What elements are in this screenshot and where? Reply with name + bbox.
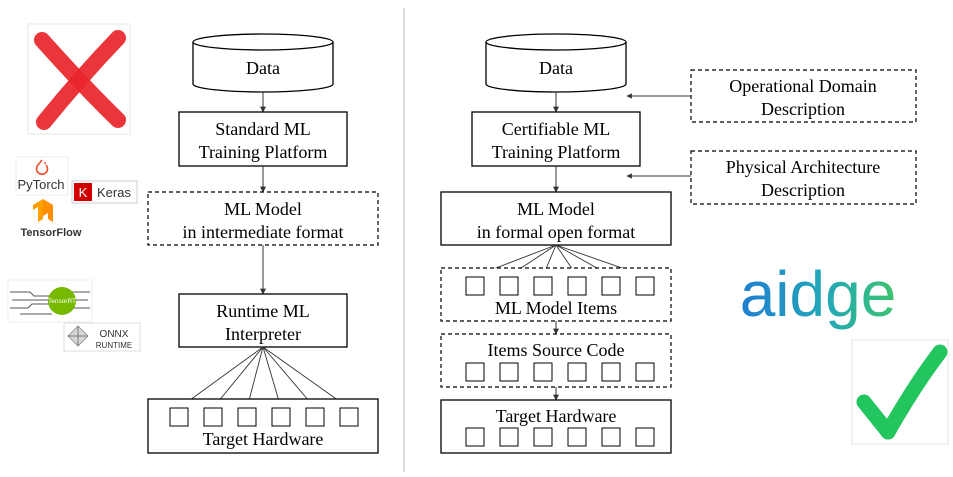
right-hw-unit [601,427,621,447]
left-hw-unit [169,407,189,427]
source-unit [635,362,655,382]
right-training-box: Certifiable ML Training Platform [471,111,641,167]
left-training-line2: Training Platform [199,142,328,162]
right-model-box: ML Model in formal open format [440,191,672,246]
left-data-cylinder: Data [192,33,334,93]
onnx-runtime-label: RUNTIME [96,341,132,350]
source-unit [499,362,519,382]
model-items-label: ML Model Items [495,298,617,318]
keras-logo: K Keras [71,180,138,204]
left-training-box: Standard ML Training Platform [178,111,348,167]
right-training-line1: Certifiable ML [502,119,610,139]
left-hw-unit [237,407,257,427]
tensorflow-label: TensorFlow [21,227,82,239]
right-data-cylinder: Data [485,33,627,93]
source-unit [601,362,621,382]
onnx-runtime-logo: ONNX RUNTIME [63,322,141,352]
red-cross-icon [27,23,131,135]
model-item-unit [635,276,655,296]
aidge-label: aidge [740,258,897,330]
left-hw-unit [305,407,325,427]
left-model-line1: ML Model [224,199,302,219]
pytorch-label: PyTorch [18,177,65,192]
physical-line2: Description [761,180,845,200]
source-unit [533,362,553,382]
right-training-line2: Training Platform [492,142,621,162]
right-hardware-box: Target Hardware [440,399,672,454]
right-hw-unit [635,427,655,447]
left-hw-unit [203,407,223,427]
model-item-unit [499,276,519,296]
tensorrt-logo: TensorRT [7,279,93,323]
operational-line2: Description [761,99,845,119]
model-item-unit [601,276,621,296]
right-data-label: Data [539,58,573,78]
tensorrt-badge-icon [48,287,76,315]
model-item-unit [567,276,587,296]
green-check-icon [851,339,949,445]
left-model-line2: in intermediate format [183,222,344,242]
model-item-unit [465,276,485,296]
right-model-line2: in formal open format [477,222,635,242]
left-hw-unit [339,407,359,427]
left-hardware-label: Target Hardware [203,429,324,449]
right-model-line1: ML Model [517,199,595,219]
left-data-label: Data [246,58,280,78]
source-code-label: Items Source Code [488,340,625,360]
left-hardware-box: Target Hardware [147,398,379,454]
right-hw-unit [465,427,485,447]
right-hw-unit [499,427,519,447]
pytorch-flame-icon [35,159,49,176]
model-items-box: ML Model Items [440,267,672,322]
aidge-logo: aidge [740,258,897,330]
keras-k-icon: K [79,185,88,200]
left-fanout-arrows [178,346,350,409]
keras-label: Keras [97,185,131,200]
left-runtime-box: Runtime ML Interpreter [178,293,348,348]
operational-domain-box: Operational Domain Description [690,69,917,123]
right-hw-unit [567,427,587,447]
left-hw-unit [271,407,291,427]
right-hw-unit [533,427,553,447]
source-unit [465,362,485,382]
physical-line1: Physical Architecture [726,157,880,177]
model-item-unit [533,276,553,296]
right-hardware-label: Target Hardware [496,406,617,426]
source-unit [567,362,587,382]
onnx-label: ONNX [100,329,129,340]
left-model-box: ML Model in intermediate format [147,191,379,246]
physical-architecture-box: Physical Architecture Description [690,150,917,205]
tensorflow-icon [43,199,53,222]
operational-line1: Operational Domain [729,76,876,96]
tensorflow-logo: TensorFlow [21,199,82,239]
left-runtime-line1: Runtime ML [216,301,310,321]
onnx-icon [67,325,89,347]
pytorch-logo: PyTorch [15,156,69,196]
left-training-line1: Standard ML [215,119,310,139]
source-code-box: Items Source Code [440,333,672,388]
left-runtime-line2: Interpreter [225,324,301,344]
tensorrt-label: TensorRT [48,298,76,305]
